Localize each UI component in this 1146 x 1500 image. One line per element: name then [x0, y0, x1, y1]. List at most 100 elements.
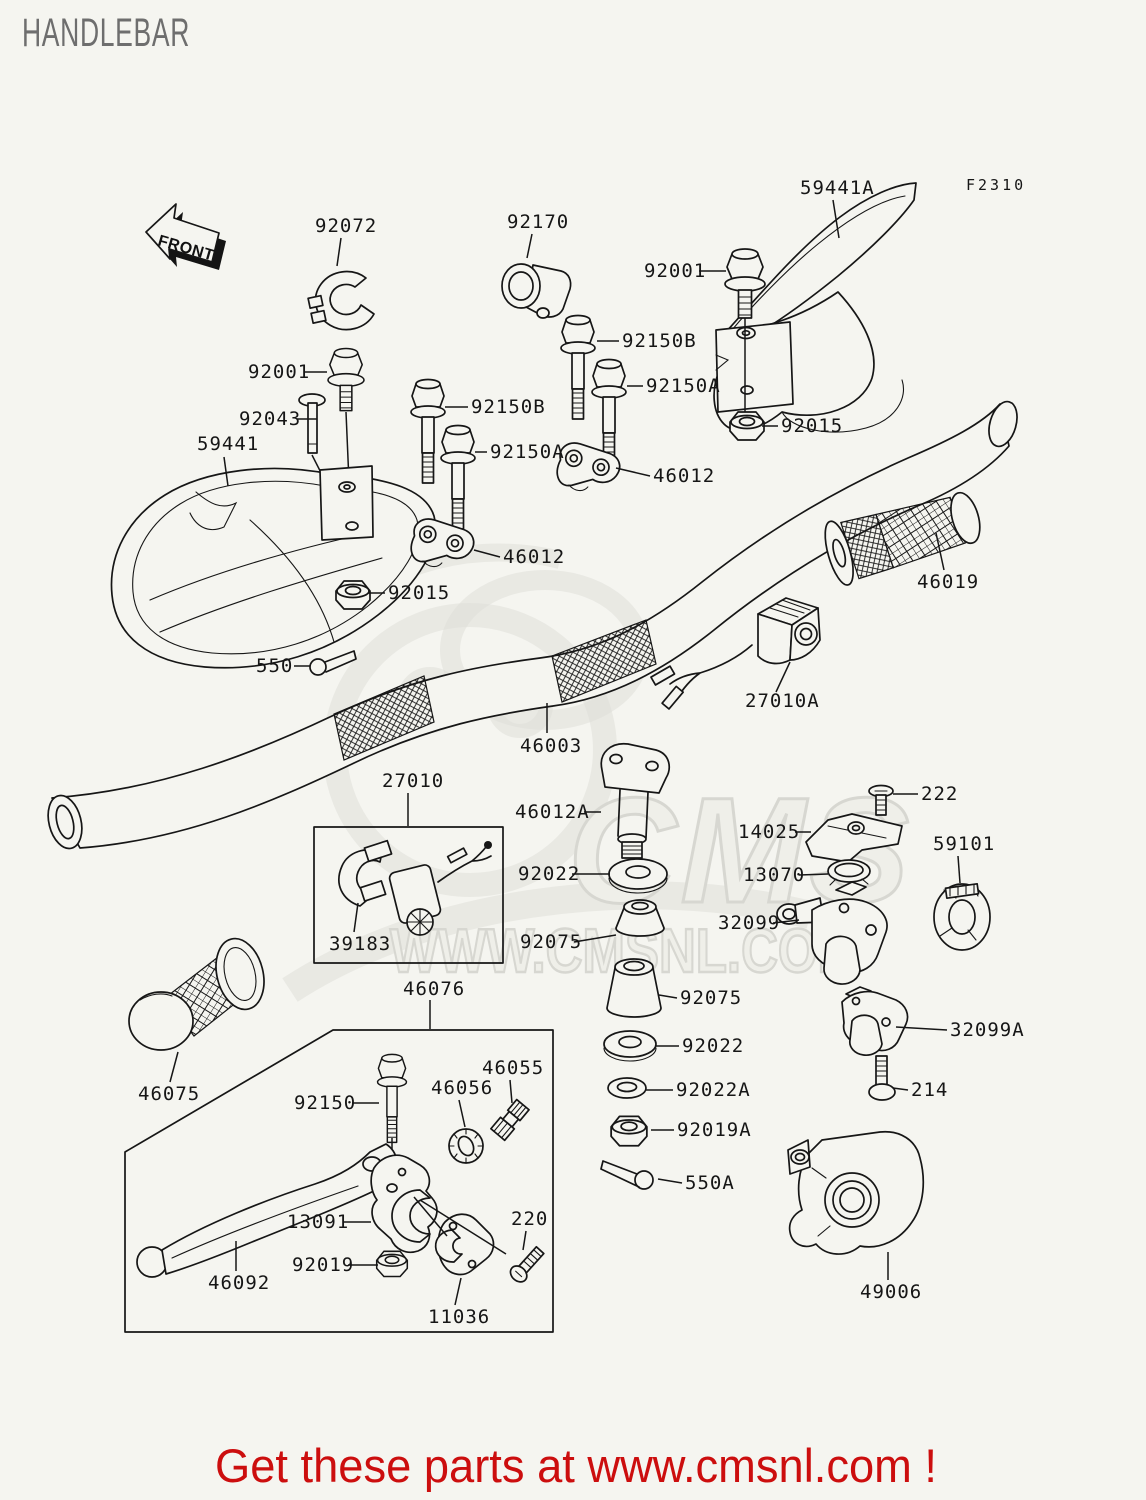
- part-label-46019[interactable]: 46019: [917, 571, 979, 593]
- lever-14025: [805, 813, 903, 863]
- leader-line: [832, 199, 840, 239]
- nut-92015-left: [335, 580, 371, 610]
- clamp-59101: [933, 882, 991, 951]
- part-label-92022a[interactable]: 92022A: [676, 1079, 751, 1101]
- part-label-92072[interactable]: 92072: [315, 215, 377, 237]
- leader-line: [798, 873, 829, 876]
- part-label-92170[interactable]: 92170: [507, 211, 569, 233]
- part-label-550a[interactable]: 550A: [685, 1172, 735, 1194]
- part-label-59101[interactable]: 59101: [933, 833, 995, 855]
- part-label-46012[interactable]: 46012: [653, 465, 715, 487]
- part-label-222[interactable]: 222: [921, 783, 958, 805]
- bolt-92001-left: [327, 347, 365, 412]
- part-label-46012a[interactable]: 46012A: [515, 801, 590, 823]
- bolt-92150A: [440, 424, 476, 530]
- part-label-59441a[interactable]: 59441A: [800, 177, 875, 199]
- part-label-550[interactable]: 550: [256, 655, 293, 677]
- front-arrow-body: [145, 203, 220, 263]
- part-label-92150b[interactable]: 92150B: [622, 330, 697, 352]
- front-arrow: FRONT: [145, 203, 226, 270]
- part-label-92019a[interactable]: 92019A: [677, 1119, 752, 1141]
- bolt-92150B: [410, 378, 446, 484]
- part-label-92150[interactable]: 92150: [294, 1092, 356, 1114]
- part-label-92022[interactable]: 92022: [518, 863, 580, 885]
- part-label-92043[interactable]: 92043: [239, 408, 301, 430]
- nut-92015-right: [729, 411, 765, 441]
- part-label-92075[interactable]: 92075: [520, 931, 582, 953]
- part-label-46092[interactable]: 46092: [208, 1272, 270, 1294]
- part-label-92001[interactable]: 92001: [248, 361, 310, 383]
- part-label-46055[interactable]: 46055: [482, 1057, 544, 1079]
- part-label-11036[interactable]: 11036: [428, 1306, 490, 1328]
- part-label-32099a[interactable]: 32099A: [950, 1019, 1025, 1041]
- leader-line: [223, 456, 229, 487]
- part-label-39183[interactable]: 39183: [329, 933, 391, 955]
- screw-222: [868, 784, 894, 816]
- part-label-46012[interactable]: 46012: [503, 546, 565, 568]
- nut-92019: [375, 1250, 409, 1278]
- part-label-92019[interactable]: 92019: [292, 1254, 354, 1276]
- bolt-92150B: [560, 314, 596, 420]
- part-label-92150a[interactable]: 92150A: [490, 441, 565, 463]
- lever-holder-13091: [370, 1154, 438, 1254]
- leader-line: [522, 1230, 527, 1251]
- leader-line: [775, 661, 791, 693]
- knurl-band: [551, 619, 657, 703]
- part-labels: 92072 92170 59441A 92001 92150B 92150A 92015 92…: [138, 177, 1025, 1328]
- cotter-pin-550A: [600, 1160, 654, 1190]
- part-label-220[interactable]: 220: [511, 1208, 548, 1230]
- wire-connector: [650, 665, 684, 710]
- part-label-46056[interactable]: 46056: [431, 1077, 493, 1099]
- knurl-band: [333, 675, 435, 761]
- leader-line: [473, 549, 501, 558]
- leader-line: [657, 1178, 683, 1184]
- handguard-59441: [110, 465, 437, 669]
- grip-46019: [824, 491, 981, 586]
- part-label-46003[interactable]: 46003: [520, 735, 582, 757]
- part-label-92075[interactable]: 92075: [680, 987, 742, 1009]
- adjuster-46055: [490, 1098, 530, 1142]
- bolt-92150: [376, 1053, 408, 1144]
- footer-link[interactable]: Get these parts at www.cmsnl.com !: [215, 1439, 937, 1492]
- handlebar-tube-46003: [47, 400, 1018, 850]
- part-label-92022[interactable]: 92022: [682, 1035, 744, 1057]
- leader-line: [353, 902, 359, 933]
- part-label-13091[interactable]: 13091: [287, 1211, 349, 1233]
- leader-line: [458, 1099, 466, 1128]
- clamp-92072: [307, 270, 375, 331]
- part-label-46075[interactable]: 46075: [138, 1083, 200, 1105]
- part-label-13070[interactable]: 13070: [743, 864, 805, 886]
- cotter-pin-550: [309, 650, 357, 676]
- part-label-92150a[interactable]: 92150A: [646, 375, 721, 397]
- leader-line: [892, 1087, 909, 1091]
- part-label-59441[interactable]: 59441: [197, 433, 259, 455]
- throttle-housing-49006: [787, 1130, 925, 1255]
- holder-32099A: [841, 986, 909, 1056]
- pin-92043: [298, 393, 326, 454]
- part-label-49006[interactable]: 49006: [860, 1281, 922, 1303]
- page-title: HANDLEBAR: [22, 11, 190, 55]
- part-label-46076[interactable]: 46076: [403, 978, 465, 1000]
- leader-line: [615, 467, 651, 477]
- part-label-214[interactable]: 214: [911, 1079, 948, 1101]
- ring-13070: [827, 859, 871, 886]
- half-clamp-11036: [434, 1213, 495, 1276]
- part-label-32099[interactable]: 32099: [718, 912, 780, 934]
- leader-line: [772, 919, 800, 924]
- damper-92075-upper: [615, 899, 665, 937]
- part-label-14025[interactable]: 14025: [738, 821, 800, 843]
- leader-line: [169, 1051, 179, 1083]
- part-label-27010a[interactable]: 27010A: [745, 690, 820, 712]
- switch-assembly-27010: [313, 826, 504, 964]
- damper-92075-lower: [606, 958, 662, 1018]
- screw-220: [509, 1245, 545, 1283]
- part-label-92001[interactable]: 92001: [644, 260, 706, 282]
- part-label-27010[interactable]: 27010: [382, 770, 444, 792]
- nut-92019A: [610, 1115, 648, 1147]
- bolt-92150A: [591, 358, 627, 464]
- part-label-92015[interactable]: 92015: [388, 582, 450, 604]
- grip-46075: [128, 937, 265, 1051]
- part-label-92150b[interactable]: 92150B: [471, 396, 546, 418]
- part-label-92015[interactable]: 92015: [781, 415, 843, 437]
